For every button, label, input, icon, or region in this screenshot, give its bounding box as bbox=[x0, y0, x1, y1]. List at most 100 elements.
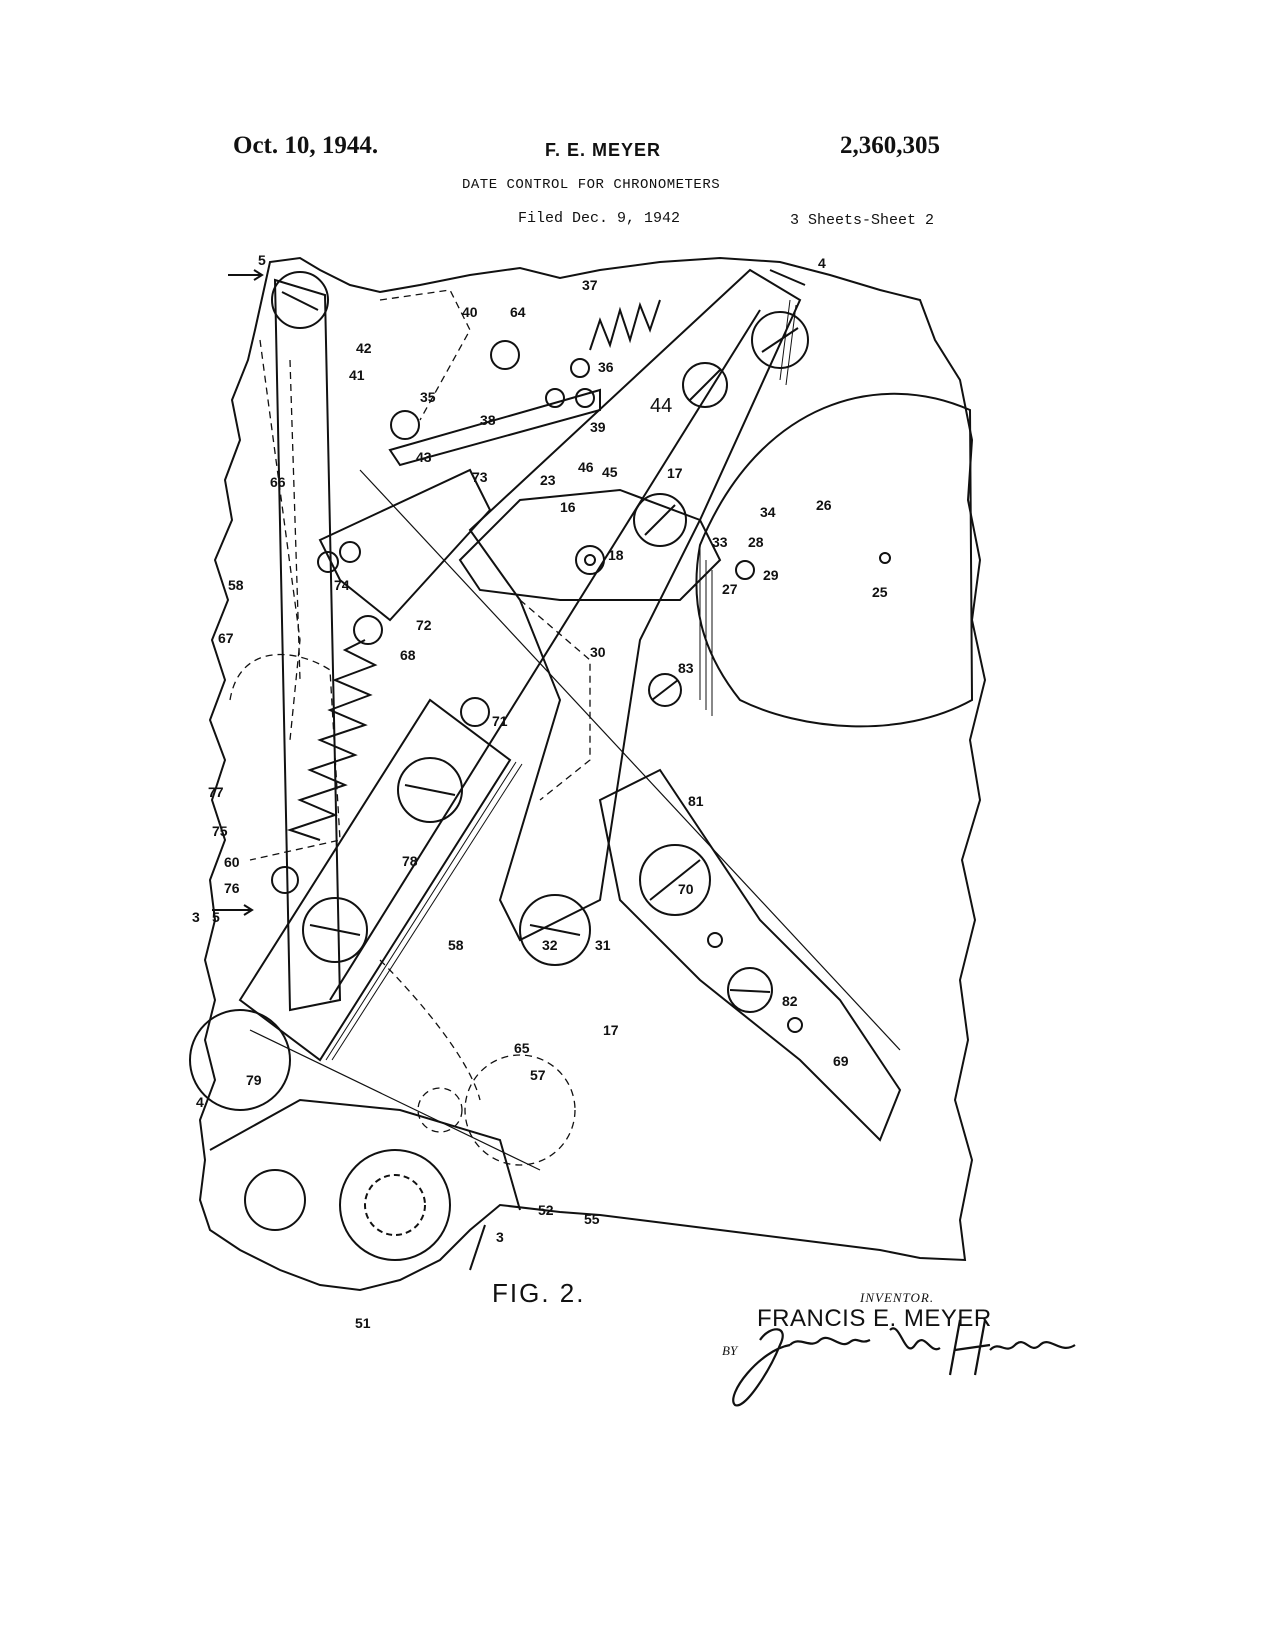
figure-caption: FIG. 2. bbox=[492, 1278, 586, 1308]
patent-title: DATE CONTROL FOR CHRONOMETERS bbox=[462, 177, 721, 193]
screw-70 bbox=[639, 844, 711, 916]
pin-42 bbox=[390, 410, 420, 440]
ref-65: 65 bbox=[514, 1040, 530, 1056]
ref-58a: 58 bbox=[228, 577, 244, 593]
ref-45: 45 bbox=[602, 464, 618, 480]
ref-68: 68 bbox=[400, 647, 416, 663]
ref-33: 33 bbox=[712, 534, 728, 550]
screw-upper-17 bbox=[682, 362, 728, 408]
sheet-count: 3 Sheets-Sheet 2 bbox=[790, 212, 935, 229]
filed-date: Filed Dec. 9, 1942 bbox=[518, 210, 681, 227]
plate-bottom bbox=[209, 1098, 521, 1211]
ref-74: 74 bbox=[334, 577, 350, 593]
attorney-signature bbox=[732, 1319, 1076, 1407]
ref-77: 77 bbox=[208, 784, 224, 800]
ref-44: 44 bbox=[650, 395, 672, 417]
pin-36 bbox=[570, 358, 590, 378]
ref-73: 73 bbox=[472, 469, 488, 485]
ref-5: 5 bbox=[258, 252, 266, 268]
ref-71: 71 bbox=[492, 713, 508, 729]
ref-78: 78 bbox=[402, 853, 418, 869]
ref-76: 76 bbox=[224, 880, 240, 896]
pin-25 bbox=[879, 552, 891, 564]
ref-41: 41 bbox=[349, 367, 365, 383]
ref-17: 17 bbox=[667, 465, 683, 481]
ref-17b: 17 bbox=[603, 1022, 619, 1038]
ref-81: 81 bbox=[688, 793, 704, 809]
ref-35: 35 bbox=[420, 389, 436, 405]
ref-64: 64 bbox=[510, 304, 526, 320]
wheel-79 bbox=[189, 1009, 291, 1111]
inventor-label: INVENTOR. bbox=[860, 1290, 935, 1305]
ref-67: 67 bbox=[218, 630, 234, 646]
ref-16: 16 bbox=[560, 499, 576, 515]
ref-83: 83 bbox=[678, 660, 694, 676]
outer-boundary bbox=[198, 256, 987, 1292]
screw-top-right bbox=[751, 311, 809, 369]
ref-29: 29 bbox=[763, 567, 779, 583]
by-label: BY bbox=[722, 1343, 738, 1358]
screw-32 bbox=[519, 894, 591, 966]
ref-38: 38 bbox=[480, 412, 496, 428]
screw-82 bbox=[727, 967, 773, 1013]
pin-71 bbox=[460, 697, 490, 727]
ref-4: 4 bbox=[818, 255, 826, 271]
ref-5b: 5 bbox=[212, 909, 220, 925]
lever-66 bbox=[273, 278, 342, 1012]
pin-72 bbox=[353, 615, 383, 645]
ref-57: 57 bbox=[530, 1067, 546, 1083]
ref-34: 34 bbox=[760, 504, 776, 520]
disk-26 bbox=[695, 392, 974, 728]
ref-51: 51 bbox=[355, 1315, 371, 1331]
ref-70: 70 bbox=[678, 881, 694, 897]
plate-74 bbox=[318, 468, 492, 622]
lever-30 bbox=[468, 268, 802, 942]
ref-28: 28 bbox=[748, 534, 764, 550]
ref-79: 79 bbox=[246, 1072, 262, 1088]
ref-27: 27 bbox=[722, 581, 738, 597]
ref-23: 23 bbox=[540, 472, 556, 488]
ref-4b: 4 bbox=[196, 1094, 204, 1110]
lever-35 bbox=[388, 388, 601, 467]
ref-18: 18 bbox=[608, 547, 624, 563]
ref-26: 26 bbox=[816, 497, 832, 513]
ref-66: 66 bbox=[270, 474, 286, 490]
ref-32: 32 bbox=[542, 937, 558, 953]
screw-83 bbox=[648, 673, 682, 707]
ref-69: 69 bbox=[833, 1053, 849, 1069]
ref-30: 30 bbox=[590, 644, 606, 660]
screw-78b bbox=[302, 897, 368, 963]
ref-60: 60 bbox=[224, 854, 240, 870]
ref-46: 46 bbox=[578, 459, 594, 475]
ref-82: 82 bbox=[782, 993, 798, 1009]
ref-39: 39 bbox=[590, 419, 606, 435]
arm-69 bbox=[598, 768, 902, 1142]
ref-52: 52 bbox=[538, 1202, 554, 1218]
patent-date: Oct. 10, 1944. bbox=[233, 132, 379, 159]
ref-40: 40 bbox=[462, 304, 478, 320]
ref-55: 55 bbox=[584, 1211, 600, 1227]
ref-43: 43 bbox=[416, 449, 432, 465]
ref-58b: 58 bbox=[448, 937, 464, 953]
ref-37: 37 bbox=[582, 277, 598, 293]
pin-76 bbox=[271, 866, 299, 894]
ref-72: 72 bbox=[416, 617, 432, 633]
ref-75: 75 bbox=[212, 823, 228, 839]
spring-68 bbox=[286, 639, 378, 841]
ref-36: 36 bbox=[598, 359, 614, 375]
ref-42: 42 bbox=[356, 340, 372, 356]
patent-number: 2,360,305 bbox=[840, 132, 940, 159]
wheel-51 bbox=[339, 1149, 451, 1261]
bar-78 bbox=[238, 698, 512, 1062]
ref-3a: 3 bbox=[192, 909, 200, 925]
pivot-16 bbox=[575, 545, 605, 575]
pin-64 bbox=[490, 340, 520, 370]
ref-3b: 3 bbox=[496, 1229, 504, 1245]
ref-31: 31 bbox=[595, 937, 611, 953]
plate-17 bbox=[458, 488, 722, 601]
pin-29 bbox=[735, 560, 755, 580]
screw-17 bbox=[633, 493, 687, 547]
inventor-name: FRANCIS E. MEYER bbox=[757, 1305, 992, 1332]
screw-5 bbox=[271, 271, 329, 329]
